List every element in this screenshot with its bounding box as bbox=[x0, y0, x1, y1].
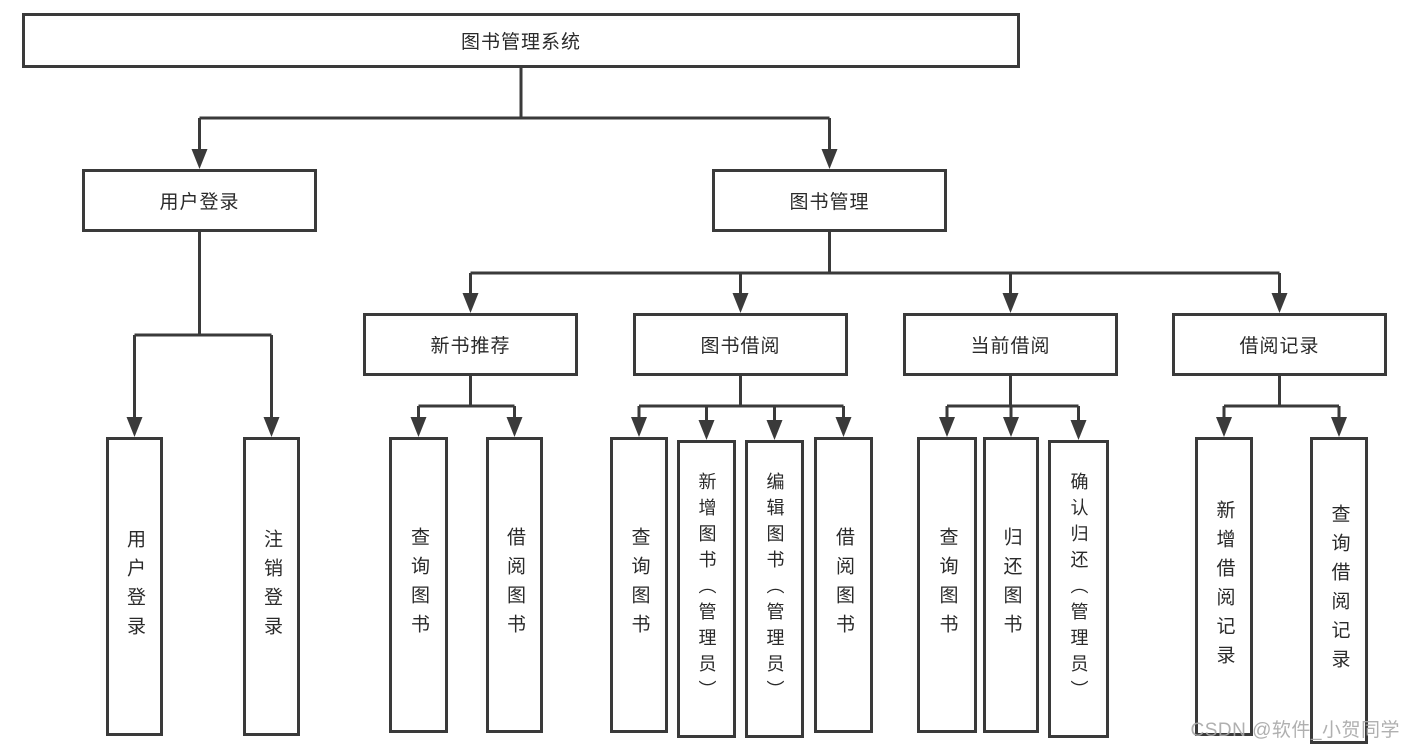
node-label: 用户登录 bbox=[124, 528, 145, 645]
node-label: 归还图书 bbox=[1000, 527, 1022, 643]
node-bb-borrow-books: 借阅图书 bbox=[814, 437, 873, 733]
node-label: 图书借阅 bbox=[700, 336, 781, 357]
node-label: 查询借阅记录 bbox=[1328, 503, 1350, 678]
node-library-system: 图书管理系统 bbox=[22, 13, 1020, 68]
node-bb-add-book-admin: 新增图书（管理员） bbox=[677, 440, 736, 738]
node-label: 新书推荐 bbox=[430, 336, 511, 357]
node-label: 新增图书（管理员） bbox=[696, 472, 717, 706]
node-borrow-records: 借阅记录 bbox=[1172, 313, 1387, 376]
node-br-add-record: 新增借阅记录 bbox=[1195, 437, 1253, 736]
node-label: 图书管理系统 bbox=[460, 32, 581, 53]
node-label: 用户登录 bbox=[159, 192, 240, 213]
node-new-book-recommend: 新书推荐 bbox=[363, 313, 578, 376]
node-label: 注销登录 bbox=[261, 528, 282, 645]
node-label: 借阅记录 bbox=[1239, 336, 1320, 357]
node-label: 查询图书 bbox=[408, 527, 429, 643]
node-nb-query-books: 查询图书 bbox=[389, 437, 448, 733]
node-br-query-record: 查询借阅记录 bbox=[1310, 437, 1368, 744]
node-bb-edit-book-admin: 编辑图书（管理员） bbox=[745, 440, 804, 738]
node-label: 当前借阅 bbox=[970, 336, 1051, 357]
node-user-login: 用户登录 bbox=[106, 437, 163, 736]
node-label: 图书管理 bbox=[789, 192, 870, 213]
node-label: 编辑图书（管理员） bbox=[764, 472, 785, 706]
node-logout-login: 注销登录 bbox=[243, 437, 300, 736]
connector-stems bbox=[133, 68, 1341, 428]
arrowhead-icons bbox=[126, 149, 1347, 440]
node-label: 查询图书 bbox=[936, 527, 958, 643]
node-cb-confirm-return-admin: 确认归还（管理员） bbox=[1048, 440, 1109, 738]
node-book-borrowing: 图书借阅 bbox=[633, 313, 848, 376]
node-label: 新增借阅记录 bbox=[1213, 499, 1235, 674]
node-current-borrowing: 当前借阅 bbox=[903, 313, 1118, 376]
node-cb-return-books: 归还图书 bbox=[983, 437, 1039, 733]
node-label: 借阅图书 bbox=[833, 527, 854, 643]
node-bb-query-books: 查询图书 bbox=[610, 437, 668, 733]
node-nb-borrow-books: 借阅图书 bbox=[486, 437, 543, 733]
node-label: 借阅图书 bbox=[504, 527, 525, 643]
watermark-text: CSDN @软件_小贺同学 bbox=[1190, 720, 1400, 741]
node-label: 查询图书 bbox=[628, 527, 650, 643]
node-book-management: 图书管理 bbox=[712, 169, 947, 232]
node-cb-query-books: 查询图书 bbox=[917, 437, 977, 733]
node-user-login-group: 用户登录 bbox=[82, 169, 317, 232]
node-label: 确认归还（管理员） bbox=[1068, 472, 1089, 706]
